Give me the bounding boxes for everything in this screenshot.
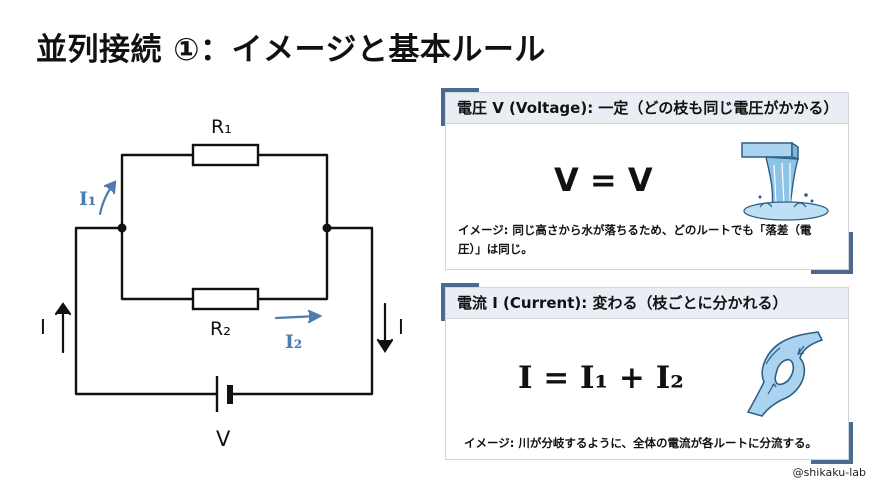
resistor-r2 — [191, 287, 260, 311]
page-title: 並列接続 ①：イメージと基本ルール — [36, 32, 546, 68]
current-arrow-right — [376, 302, 394, 354]
i2-label: I₂ — [285, 331, 302, 353]
credit-handle: @shikaku-lab — [792, 466, 866, 479]
current-note: イメージ: 川が分岐するように、全体の電流が各ルートに分流する。 — [464, 436, 818, 450]
r1-label: R₁ — [211, 116, 232, 138]
resistor-r1 — [191, 143, 260, 167]
river-split-icon — [746, 331, 824, 417]
wire-bottom-branch — [120, 226, 329, 301]
voltage-card-corner-tl-v — [441, 88, 445, 126]
r2-label: R₂ — [210, 318, 231, 340]
i2-arrow — [274, 309, 323, 324]
battery-short-plate — [227, 385, 233, 404]
i-right-label: I — [398, 315, 404, 339]
current-arrow-left — [54, 302, 72, 354]
voltage-note: イメージ: 同じ高さから水が落ちるため、どのルートでも「落差（電 圧）」は同じ。 — [458, 221, 843, 259]
current-card: 電流 I (Current): 変わる（枝ごとに分かれる） I = I₁ + I… — [445, 287, 849, 460]
current-card-corner-tl-v — [441, 283, 445, 321]
waterfall-icon — [741, 141, 829, 221]
wire-outer-loop — [74, 226, 374, 396]
voltage-formula: V = V — [554, 161, 653, 199]
current-formula: I = I₁ + I₂ — [518, 360, 684, 396]
voltage-note-line1: イメージ: 同じ高さから水が落ちるため、どのルートでも「落差（電 — [458, 223, 812, 237]
voltage-note-line2: 圧）」は同じ。 — [458, 242, 533, 256]
voltage-card-corner-br-h — [811, 270, 853, 274]
current-card-corner-tl-h — [441, 283, 479, 287]
junction-left — [117, 223, 127, 233]
voltage-card: 電圧 V (Voltage): 一定（どの枝も同じ電圧がかかる） V = V イ… — [445, 92, 849, 270]
current-card-header: 電流 I (Current): 変わる（枝ごとに分かれる） — [446, 288, 848, 319]
i-left-label: I — [40, 315, 46, 339]
parallel-circuit-diagram: R₁ R₂ I₁ I₂ I I V — [40, 116, 404, 451]
junction-right — [322, 223, 332, 233]
v-label: V — [216, 427, 231, 451]
current-card-corner-br-h — [811, 460, 853, 464]
i1-label: I₁ — [79, 188, 96, 210]
voltage-card-header: 電圧 V (Voltage): 一定（どの枝も同じ電圧がかかる） — [446, 93, 848, 124]
current-card-corner-br-v — [849, 422, 853, 464]
wire-top-branch — [120, 153, 329, 230]
i1-arrow — [98, 180, 117, 216]
voltage-card-corner-br-v — [849, 232, 853, 274]
voltage-card-corner-tl-h — [441, 88, 479, 92]
